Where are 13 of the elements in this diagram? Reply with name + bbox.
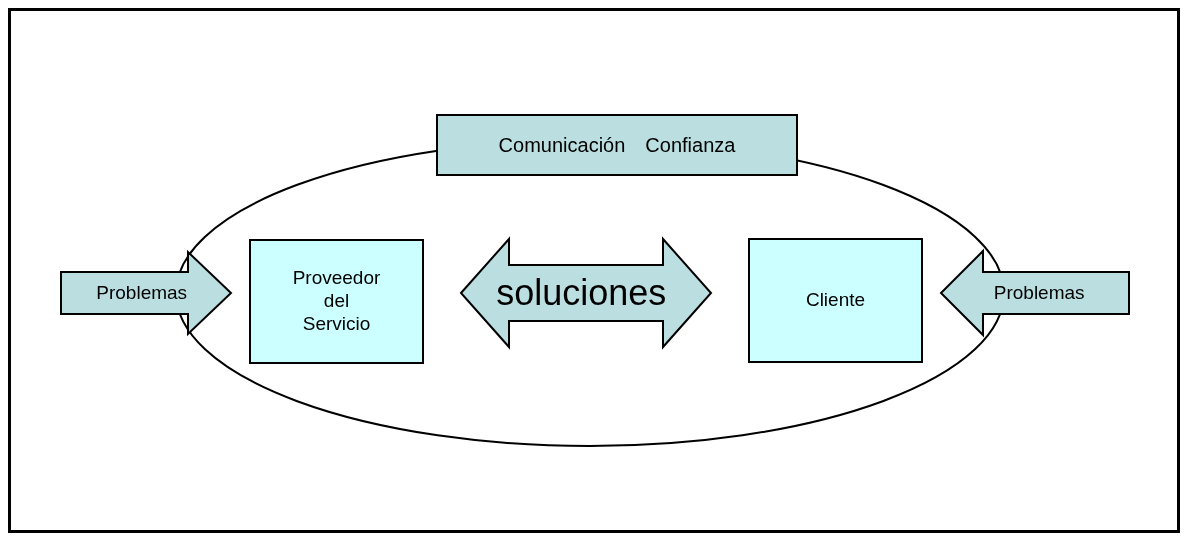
process-box [436,114,798,176]
edge-label: Problemas [992,281,1086,305]
edge-label: Problemas [95,281,189,305]
double-block-arrow [459,236,713,350]
node-label: Confianza [645,133,736,157]
node-label: Cliente [805,289,866,312]
block-arrow [60,249,233,337]
process-box [249,239,424,364]
edge-label: soluciones [495,271,668,315]
process-box [748,238,923,363]
node-label: Comunicación [498,133,626,157]
node-label: Proveedor del Servicio [291,267,382,336]
block-arrow [939,248,1130,338]
